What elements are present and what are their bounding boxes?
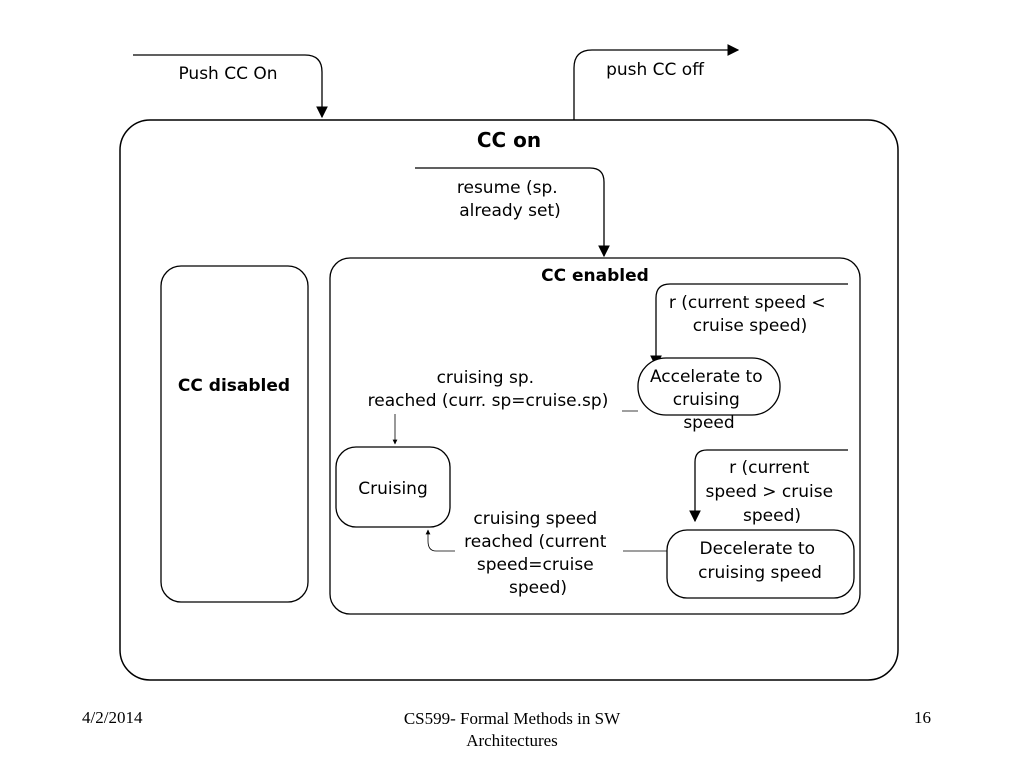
transition-resume-label: resume (sp. already set) — [457, 178, 563, 221]
transition-cruising-reached-top — [392, 410, 638, 445]
transition-cruising-reached-bottom — [425, 529, 667, 552]
state-cc-on-label: CC on — [477, 128, 541, 152]
footer-date: 4/2/2014 — [82, 708, 143, 727]
transition-cruising-reached-bottom-label: cruising speed reached (current speed=cr… — [464, 509, 612, 598]
state-cruising-label: Cruising — [358, 479, 428, 499]
transition-r-less — [650, 283, 848, 368]
transition-cruising-reached-top-label: cruising sp. reached (curr. sp=cruise.sp… — [368, 368, 609, 411]
state-cc-disabled — [160, 265, 309, 603]
transition-r-greater-bg — [702, 454, 848, 526]
footer-title: CS599- Formal Methods in SW Architecture… — [403, 709, 621, 750]
state-cc-enabled — [329, 257, 861, 615]
state-decelerate-label: Decelerate to cruising speed — [698, 539, 822, 583]
transition-push-cc-off — [573, 44, 740, 120]
state-cc-disabled-label: CC disabled — [178, 376, 290, 396]
transition-push-cc-on-label: Push CC On — [178, 64, 277, 84]
state-cc-enabled-label: CC enabled — [541, 266, 649, 286]
transition-push-cc-off-label: push CC off — [606, 60, 705, 80]
state-decelerate — [666, 529, 855, 599]
transition-cruising-reached-bottom-bg — [455, 505, 623, 601]
transition-r-greater-label: r (current speed > cruise speed) — [706, 458, 839, 526]
transition-r-less-label: r (current speed < cruise speed) — [669, 293, 831, 336]
transition-resume — [415, 167, 610, 258]
state-accelerate-label: Accelerate to cruising speed — [650, 367, 768, 433]
state-accelerate — [637, 357, 781, 416]
state-cruising — [335, 446, 451, 528]
transition-push-cc-on — [133, 54, 328, 119]
transition-cruising-reached-top-bg — [358, 366, 622, 414]
transition-r-greater — [689, 449, 848, 523]
state-cc-on — [119, 119, 899, 681]
footer-page-number: 16 — [914, 708, 931, 727]
